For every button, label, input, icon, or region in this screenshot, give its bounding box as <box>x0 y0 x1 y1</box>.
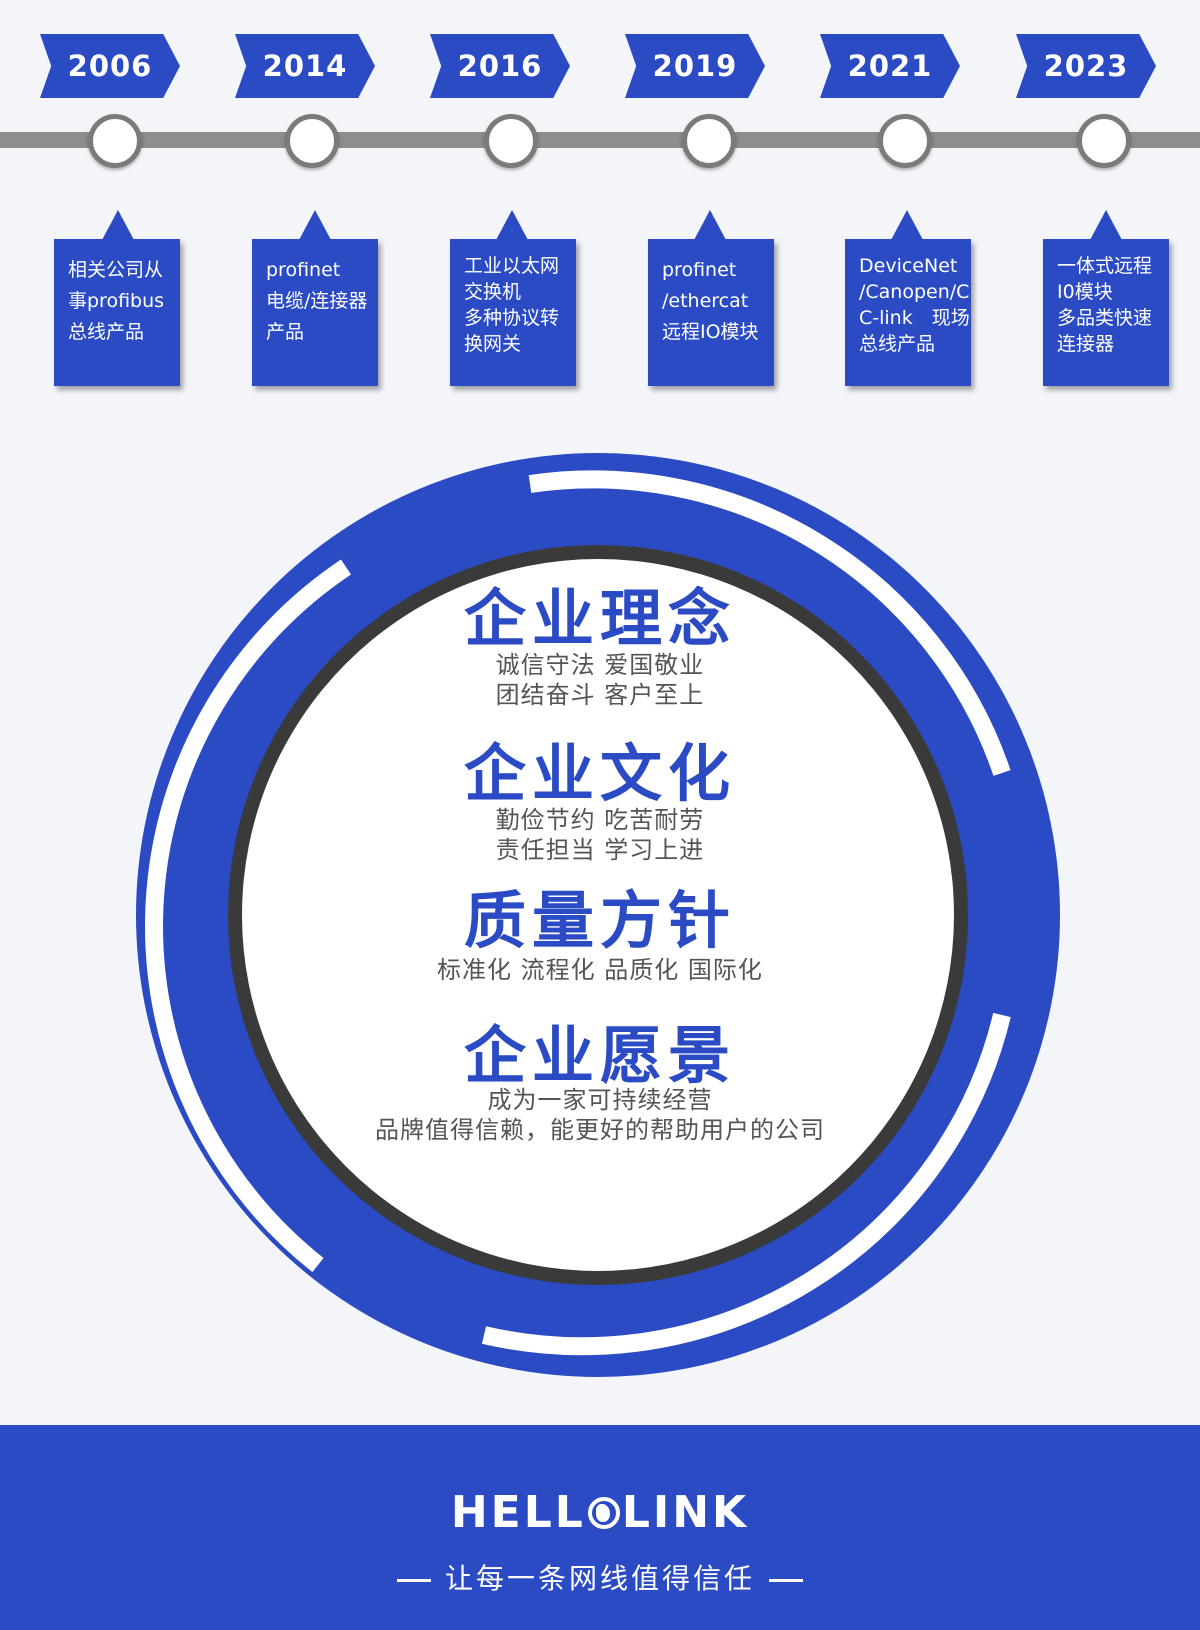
vision-title: 企业愿景 <box>463 1019 736 1092</box>
year-badge-2016: 2016 <box>430 34 570 98</box>
milestone-text: 工业以太网 <box>464 255 560 277</box>
milestone-text: 多品类快速 <box>1057 307 1153 329</box>
culture-title: 企业文化 <box>463 737 736 810</box>
card-pointer <box>299 210 331 240</box>
milestone-text: 连接器 <box>1057 333 1115 355</box>
dash-icon <box>769 1578 803 1582</box>
card-pointer <box>891 210 923 240</box>
card-pointer <box>694 210 726 240</box>
timeline-node <box>682 114 736 168</box>
philosophy-line: 诚信守法 爱国敬业 <box>495 651 705 679</box>
milestone-text: DeviceNet <box>859 255 958 277</box>
culture-line: 责任担当 学习上进 <box>495 836 705 864</box>
milestone-text: 一体式远程 <box>1057 255 1153 277</box>
timeline-node <box>484 114 538 168</box>
history-timeline: 2006 相关公司从 事profibus 总线产品 2014 profinet … <box>0 0 1200 440</box>
milestone-text: 总线产品 <box>859 333 936 355</box>
white-arc-top-right <box>528 470 1011 776</box>
footer-banner: HELL LINK 让每一条网线值得信任 <box>0 1425 1200 1630</box>
culture-line: 勤俭节约 吃苦耐劳 <box>495 806 705 834</box>
milestone-card-2014: profinet 电缆/连接器 产品 <box>252 239 378 386</box>
milestone-text: /ethercat <box>662 290 749 312</box>
year-badge-2014: 2014 <box>235 34 375 98</box>
milestone-card-2006: 相关公司从 事profibus 总线产品 <box>54 239 180 386</box>
milestone-text: 相关公司从 <box>68 259 164 281</box>
card-pointer <box>1090 210 1122 240</box>
timeline-track <box>0 132 1200 148</box>
slogan: 让每一条网线值得信任 <box>0 1557 1200 1597</box>
white-arc-left <box>145 559 352 1273</box>
white-center <box>242 559 954 1271</box>
milestone-text: 电缆/连接器 <box>266 290 368 312</box>
timeline-node <box>1077 114 1131 168</box>
ring-graphic <box>136 453 1060 1377</box>
milestone-text: profinet <box>266 259 341 281</box>
quality-line: 标准化 流程化 品质化 国际化 <box>437 956 763 984</box>
philosophy-title: 企业理念 <box>463 582 736 655</box>
year-label: 2023 <box>1043 49 1129 83</box>
timeline-node <box>88 114 142 168</box>
year-label: 2021 <box>847 49 933 83</box>
year-label: 2016 <box>457 49 543 83</box>
philosophy-line: 团结奋斗 客户至上 <box>495 681 705 709</box>
year-badge-2023: 2023 <box>1016 34 1156 98</box>
vision-line: 品牌值得信赖，能更好的帮助用户的公司 <box>375 1116 825 1144</box>
milestone-text: /Canopen/C <box>859 281 970 303</box>
milestone-text: 远程IO模块 <box>662 321 759 343</box>
dash-icon <box>396 1578 431 1582</box>
milestone-text: C-link 现场 <box>859 307 970 329</box>
milestone-text: 换网关 <box>464 333 522 355</box>
milestone-text: 产品 <box>266 321 305 343</box>
slogan-text: 让每一条网线值得信任 <box>444 1562 755 1595</box>
milestone-card-2023: 一体式远程 I0模块 多品类快速 连接器 <box>1043 239 1169 386</box>
brand-text-right: LINK <box>621 1487 750 1538</box>
milestone-text: 交换机 <box>464 281 522 303</box>
milestone-text: 总线产品 <box>68 321 145 343</box>
milestone-card-2021: DeviceNet /Canopen/C C-link 现场 总线产品 <box>845 239 971 386</box>
card-pointer <box>102 210 134 240</box>
milestone-card-2016: 工业以太网 交换机 多种协议转 换网关 <box>450 239 576 386</box>
card-pointer <box>496 210 528 240</box>
year-label: 2014 <box>262 49 348 83</box>
values-circle-section: 企业理念 诚信守法 爱国敬业 团结奋斗 客户至上 企业文化 勤俭节约 吃苦耐劳 … <box>0 440 1200 1420</box>
brand-text-left: HELL <box>450 1487 586 1538</box>
globe-icon <box>587 1497 620 1529</box>
year-badge-2006: 2006 <box>40 34 180 98</box>
timeline-node <box>878 114 932 168</box>
year-label: 2019 <box>652 49 738 83</box>
year-badge-2021: 2021 <box>820 34 960 98</box>
vision-line: 成为一家可持续经营 <box>487 1086 713 1114</box>
brand-logo: HELL LINK <box>0 1487 1200 1538</box>
white-arc-bottom-right <box>481 1012 1011 1356</box>
timeline-node <box>285 114 339 168</box>
milestone-text: 多种协议转 <box>464 307 560 329</box>
milestone-text: profinet <box>662 259 737 281</box>
milestone-card-2019: profinet /ethercat 远程IO模块 <box>648 239 774 386</box>
quality-title: 质量方针 <box>463 884 736 957</box>
year-label: 2006 <box>67 49 153 83</box>
milestone-text: I0模块 <box>1057 281 1113 303</box>
milestone-text: 事profibus <box>68 290 165 312</box>
year-badge-2019: 2019 <box>625 34 765 98</box>
